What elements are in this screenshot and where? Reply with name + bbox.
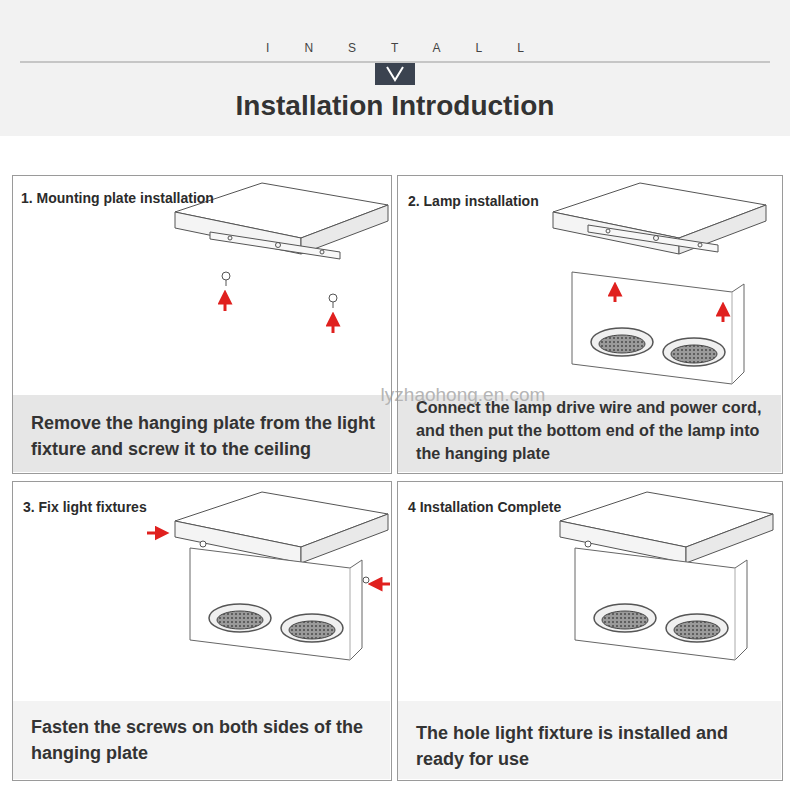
page-title: Installation Introduction	[0, 90, 790, 122]
step-caption: Remove the hanging plate from the light …	[31, 410, 385, 462]
step-panel: 3. Fix light fixturesFasten the screws o…	[12, 481, 392, 781]
step-caption: Connect the lamp drive wire and power co…	[416, 396, 776, 465]
step-heading: 2. Lamp installation	[408, 193, 539, 209]
step-panel: 2. Lamp installationConnect the lamp dri…	[397, 175, 783, 474]
step-panel: 1. Mounting plate installationRemove the…	[12, 175, 392, 474]
step-caption: The hole light fixture is installed and …	[416, 720, 776, 772]
step-heading: 1. Mounting plate installation	[21, 190, 214, 206]
step-caption: Fasten the screws on both sides of the h…	[31, 714, 385, 766]
step-panel: 4 Installation CompleteThe hole light fi…	[397, 481, 783, 781]
section-tag: INSTALL	[0, 41, 790, 55]
step-heading: 4 Installation Complete	[408, 499, 561, 515]
step-heading: 3. Fix light fixtures	[23, 499, 147, 515]
